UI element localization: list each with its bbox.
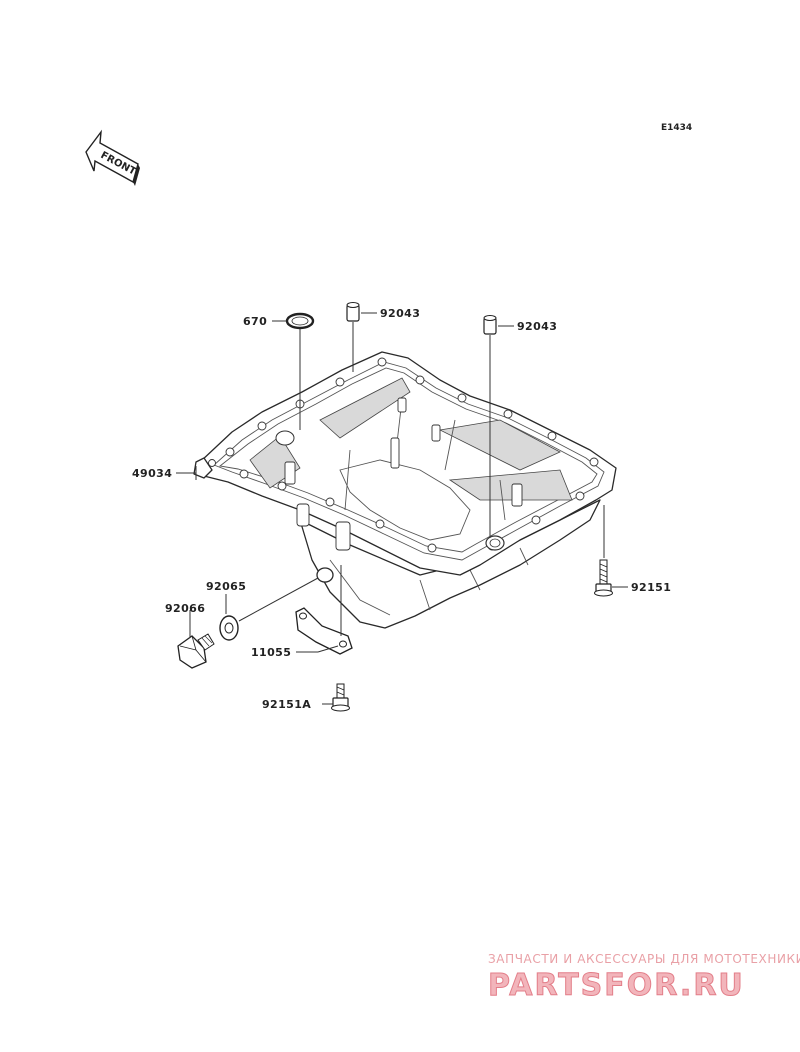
washer-92065 <box>219 615 239 641</box>
bolt-92151 <box>594 559 613 597</box>
bracket-11055 <box>295 607 353 655</box>
callout-92151a: 92151A <box>262 698 311 711</box>
callout-670: 670 <box>243 315 267 328</box>
diagram-code: E1434 <box>661 123 692 133</box>
dowel-pin-92043-b <box>483 315 497 335</box>
callout-49034: 49034 <box>132 467 172 480</box>
dowel-pin-92043-a <box>346 302 360 322</box>
bolt-92151a <box>331 683 350 712</box>
o-ring-670 <box>285 312 315 330</box>
front-arrow-icon: FRONT <box>85 129 140 186</box>
callout-92151: 92151 <box>631 581 671 594</box>
oil-pan <box>193 351 617 629</box>
callout-92065: 92065 <box>206 580 246 593</box>
callout-92043-a: 92043 <box>380 307 420 320</box>
watermark-brand: PARTSFOR.RU <box>488 968 745 1003</box>
drain-plug-92066 <box>177 633 215 669</box>
callout-11055: 11055 <box>251 646 291 659</box>
watermark: ЗАПЧАСТИ И АКСЕССУАРЫ ДЛЯ МОТОТЕХНИКИ PA… <box>488 952 800 1004</box>
watermark-tagline: ЗАПЧАСТИ И АКСЕССУАРЫ ДЛЯ МОТОТЕХНИКИ <box>488 952 800 966</box>
callout-92066: 92066 <box>165 602 205 615</box>
callout-92043-b: 92043 <box>517 320 557 333</box>
